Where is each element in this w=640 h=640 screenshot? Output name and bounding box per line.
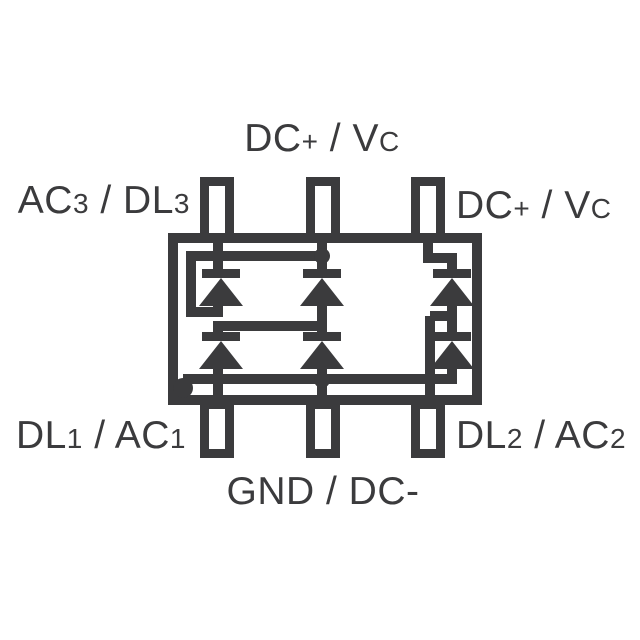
label-text-small: 1 [66, 423, 83, 454]
label-top-right-pin: DC+ / VC [456, 186, 611, 225]
pin-top-right-symbol [411, 177, 445, 242]
label-text-small: 3 [173, 188, 190, 219]
label-top-left-pin: AC3 / DL3 [18, 181, 190, 220]
cathode-bar [303, 332, 341, 341]
label-text: DC [456, 184, 514, 227]
label-text: GND / DC- [226, 470, 420, 513]
label-text: DL [456, 414, 507, 457]
wire-ground-rail [183, 369, 457, 384]
cathode-bar [202, 269, 240, 278]
cathode-bar [303, 269, 341, 278]
package-and-wires [168, 177, 482, 458]
pin-top-left-symbol [200, 177, 234, 242]
anode-triangle [199, 278, 243, 306]
anode-triangle [300, 341, 344, 369]
label-text-small: 1 [169, 423, 186, 454]
pin-top-center-symbol [306, 177, 340, 242]
label-bottom-left-pin: DL1 / AC1 [16, 416, 186, 455]
pin-symbols [200, 177, 445, 458]
diode-top-right-icon [430, 269, 474, 306]
label-bottom-right-pin: DL2 / AC2 [456, 416, 626, 455]
anode-triangle [430, 278, 474, 306]
diode-top-left-icon [199, 269, 243, 306]
diode-bottom-middle-icon [300, 332, 344, 369]
pin-bottom-left-symbol [200, 400, 234, 458]
label-text-small: 3 [72, 188, 90, 219]
diodes-and-dots [173, 248, 474, 398]
diode-top-middle-icon [300, 269, 344, 306]
pin-bottom-right-symbol [411, 400, 445, 458]
junction-dot-bottom [314, 372, 330, 388]
label-text: / AC [522, 414, 610, 457]
label-top-center-pin: DC+ / VC [244, 119, 399, 158]
cathode-bar [202, 332, 240, 341]
label-bottom-center-pin: GND / DC- [227, 472, 420, 511]
label-text-small: + [513, 193, 531, 224]
cathode-bar [433, 332, 471, 341]
wire-upper-rail-hook [186, 251, 322, 317]
anode-triangle [199, 341, 243, 369]
label-text-small: 2 [609, 423, 627, 454]
cathode-bar [433, 269, 471, 278]
label-text-small: C [379, 126, 400, 157]
junction-dot-top [314, 248, 330, 264]
label-text-small: 2 [506, 423, 523, 454]
anode-triangle [430, 341, 474, 369]
wire-lead-top-right-pin [423, 236, 457, 274]
pin-bottom-center-symbol [306, 400, 340, 458]
pin1-marker-dot [173, 378, 193, 398]
label-text: / V [530, 184, 591, 227]
label-text-small: C [590, 193, 612, 224]
diode-bottom-right-icon [430, 332, 474, 369]
label-text: DC [244, 117, 302, 160]
anode-triangle [300, 278, 344, 306]
label-text: / AC [82, 414, 170, 457]
label-text: / V [318, 117, 379, 160]
label-text: AC [17, 179, 73, 222]
diode-bottom-left-icon [199, 332, 243, 369]
label-text-small: + [301, 126, 319, 157]
label-text: DL [15, 414, 67, 457]
label-text: / DL [89, 179, 174, 222]
